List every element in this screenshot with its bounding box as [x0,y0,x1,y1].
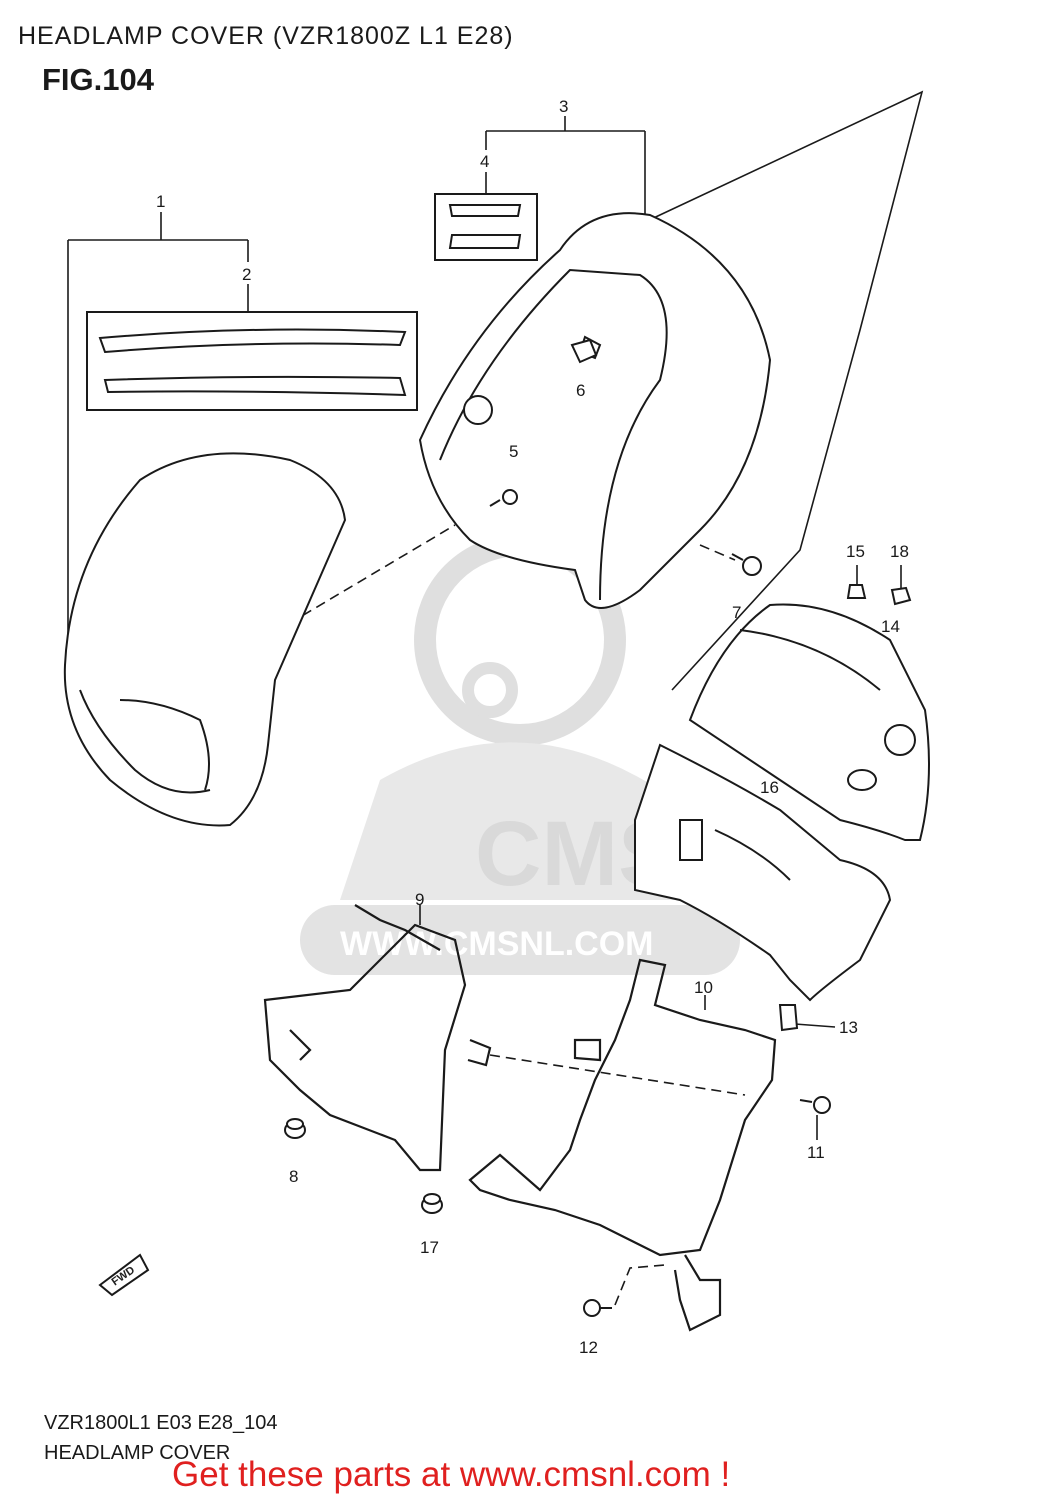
part-label-17: 17 [420,1238,439,1257]
figure-label: FIG.104 [42,62,154,97]
part-2-strip-set [86,311,418,411]
part-18-fastener [890,586,912,606]
part-label-10: 10 [694,978,713,997]
promo-link[interactable]: Get these parts at www.cmsnl.com ! [172,1455,731,1494]
part-label-8: 8 [289,1167,298,1186]
watermark-mascot-body [340,742,700,900]
part-10-right-frame [468,958,777,1332]
part-label-6: 6 [576,381,585,400]
part-6-nut-clip [570,338,598,364]
part-14-inner-cover [688,603,930,841]
part-label-14: 14 [881,617,900,636]
dashed-line-2 [699,544,736,561]
dashed-line-4 [489,1054,746,1096]
part-label-12: 12 [579,1338,598,1357]
leader-13 [794,1023,836,1028]
part-label-1: 1 [156,192,165,211]
part-15-fastener [846,584,867,599]
watermark-banner [300,905,740,975]
part-16-inner-panel [634,743,892,1002]
part-label-18: 18 [890,542,909,561]
watermark-mascot-eye [462,662,518,718]
part-label-9: 9 [415,890,424,909]
part-1-headlamp-cover [63,452,347,827]
part-8-grommet [284,1118,306,1139]
footer-diagram-name: HEADLAMP COVER [44,1442,231,1464]
part-4-strip-box [434,193,538,261]
bracket-1 [67,212,249,655]
part-label-3: 3 [559,97,568,116]
part-5-screw [489,489,518,507]
bracket-3 [485,116,646,220]
part-17-grommet [421,1193,443,1214]
part-label-16: 16 [760,778,779,797]
part-7-screw [731,553,762,576]
watermark-url: WWW.CMSNL.COM [340,925,654,963]
part-label-7: 7 [732,603,741,622]
part-9-left-frame [263,904,492,1172]
part-label-2: 2 [242,265,251,284]
part-11-bolt [799,1096,831,1114]
part-label-5: 5 [509,442,518,461]
part-number-labels: 1 2 3 4 5 6 7 8 9 10 11 12 13 14 15 16 1… [156,97,909,1357]
part-13-clip [778,1004,799,1032]
part-label-11: 11 [807,1143,825,1162]
dashed-line-5 [614,1264,666,1306]
part-label-15: 15 [846,542,865,561]
footer-diagram-code: VZR1800L1 E03 E28_104 [44,1412,278,1434]
forward-arrow-icon: FWD [98,1253,150,1297]
part-12-bolt [583,1299,612,1317]
watermark: CMS WWW.CMSNL.COM [300,534,740,975]
part-label-4: 4 [480,152,489,171]
small-parts [284,338,912,1317]
part-label-13: 13 [839,1018,858,1037]
cover-wedge-outline [644,90,924,691]
page-title: HEADLAMP COVER (VZR1800Z L1 E28) [18,22,514,50]
